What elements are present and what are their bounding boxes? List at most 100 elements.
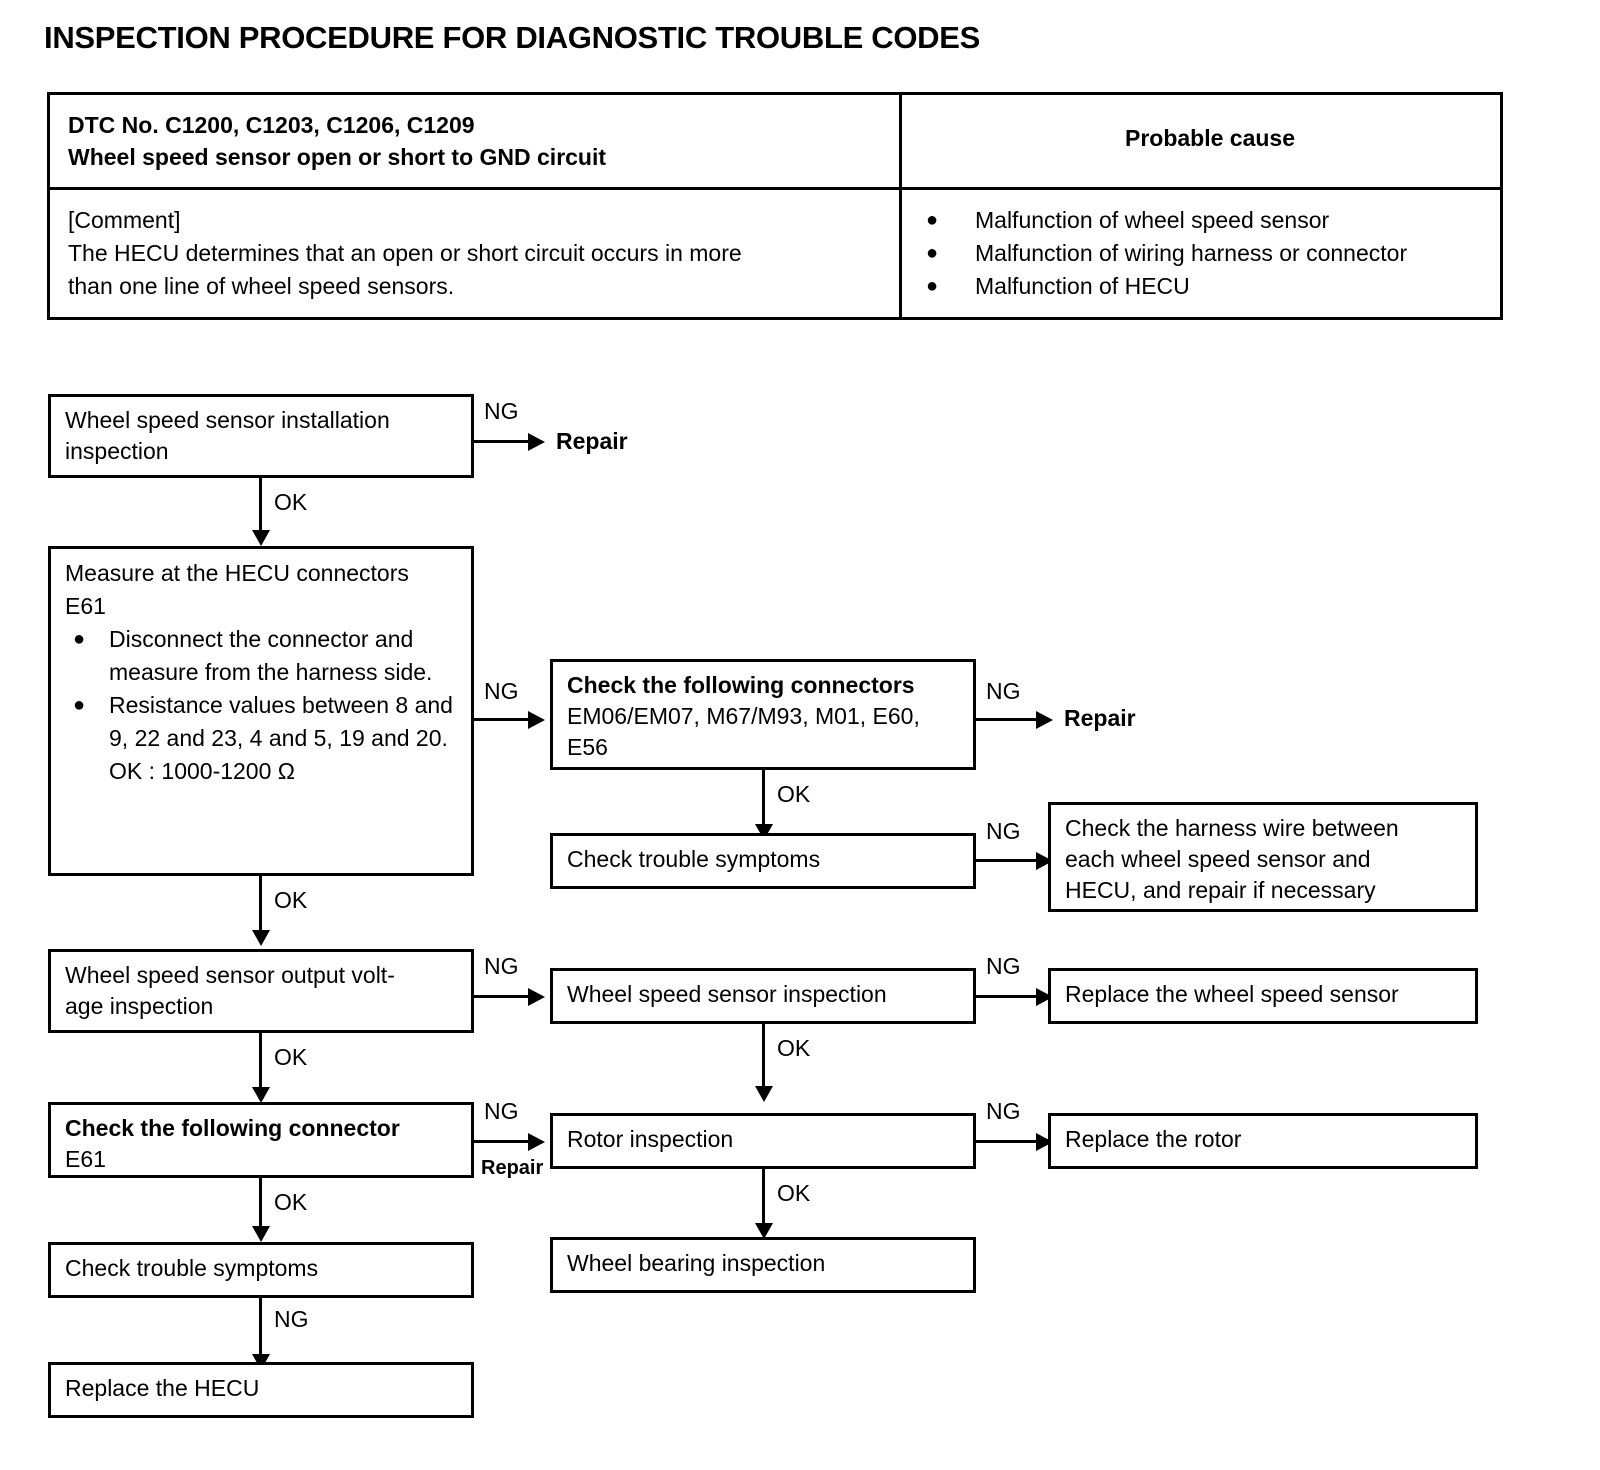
arrow-right-icon: [528, 433, 545, 451]
box-label: Replace the HECU: [65, 1375, 260, 1401]
edge-label-ng: NG: [986, 1098, 1021, 1124]
arrow-down-icon: [755, 1086, 773, 1102]
box-label: Wheel speed sensor installation inspecti…: [65, 407, 390, 464]
box-content: Measure at the HECU connectors E61 ● Dis…: [51, 549, 471, 788]
edge-label-ng: NG: [484, 398, 519, 424]
edge-label-ng: NG: [986, 678, 1021, 704]
dtc-header-cell: DTC No. C1200, C1203, C1206, C1209 Wheel…: [50, 95, 902, 187]
box-label: Wheel bearing inspection: [567, 1250, 826, 1276]
comment-line-1: The HECU determines that an open or shor…: [68, 240, 742, 266]
cause-text: Malfunction of HECU: [975, 273, 1190, 299]
arrow-down-icon: [252, 1087, 270, 1103]
edge-line: [259, 876, 262, 934]
probable-cause-header: Probable cause: [1124, 125, 1296, 151]
edge-label-ok: OK: [274, 1189, 308, 1215]
edge-line: [762, 770, 765, 828]
measure-bullet-1-text: Disconnect the connector and measure fro…: [109, 626, 433, 685]
measure-bullet-1: ● Disconnect the connector and measure f…: [65, 623, 471, 689]
edge-line: [976, 995, 1038, 998]
arrow-right-icon: [528, 988, 545, 1006]
bullet-icon: ●: [926, 209, 939, 231]
check-connectors-body: EM06/EM07, M67/M93, M01, E60, E56: [567, 703, 920, 760]
box-replace-hecu: Replace the HECU: [48, 1362, 474, 1418]
arrow-down-icon: [252, 530, 270, 546]
edge-label-ok: OK: [274, 489, 308, 515]
edge-line: [474, 718, 530, 721]
probable-cause-cell: ●Malfunction of wheel speed sensor ●Malf…: [902, 190, 1500, 317]
edge-line: [259, 478, 262, 534]
probable-cause-header-cell: Probable cause: [902, 95, 1500, 187]
dtc-description-line: Wheel speed sensor open or short to GND …: [68, 144, 607, 170]
box-replace-rotor: Replace the rotor: [1048, 1113, 1478, 1169]
comment-cell: [Comment] The HECU determines that an op…: [50, 190, 902, 317]
box-measure-hecu-connectors: Measure at the HECU connectors E61 ● Dis…: [48, 546, 474, 876]
repair-label-mid: Repair: [1064, 705, 1136, 731]
edge-line: [762, 1169, 765, 1227]
edge-line: [259, 1178, 262, 1230]
arrow-right-icon: [528, 711, 545, 729]
box-check-trouble-symptoms-left: Check trouble symptoms: [48, 1242, 474, 1298]
list-item: ●Malfunction of HECU: [920, 270, 1500, 303]
measure-ok-spec: OK : 1000-1200 Ω: [109, 758, 295, 784]
edge-label-ng: NG: [484, 953, 519, 979]
edge-label-ng: NG: [274, 1306, 309, 1332]
table-header-row: DTC No. C1200, C1203, C1206, C1209 Wheel…: [50, 95, 1500, 190]
box-label: Wheel speed sensor inspection: [567, 981, 887, 1007]
box-installation-inspection: Wheel speed sensor installation inspecti…: [48, 394, 474, 478]
box-label: Replace the wheel speed sensor: [1065, 981, 1399, 1007]
table-body-row: [Comment] The HECU determines that an op…: [50, 190, 1500, 317]
arrow-down-icon: [252, 1226, 270, 1242]
edge-line: [762, 1024, 765, 1090]
edge-line: [474, 995, 530, 998]
check-connector-title: Check the following connector: [65, 1115, 400, 1141]
measure-bullet-2: ● Resistance values between 8 and 9, 22 …: [65, 689, 471, 755]
bullet-icon: ●: [73, 694, 86, 716]
edge-line: [259, 1033, 262, 1091]
box-label: Wheel speed sensor output volt- age insp…: [65, 962, 395, 1019]
box-wheel-bearing-inspection: Wheel bearing inspection: [550, 1237, 976, 1293]
comment-label: [Comment]: [68, 207, 181, 233]
check-connectors-title: Check the following connectors: [567, 672, 915, 698]
measure-title: Measure at the HECU connectors E61: [65, 560, 409, 619]
box-replace-wheel-speed-sensor: Replace the wheel speed sensor: [1048, 968, 1478, 1024]
box-check-trouble-symptoms-mid: Check trouble symptoms: [550, 833, 976, 889]
edge-label-ng: NG: [484, 1098, 519, 1124]
edge-label-ok: OK: [777, 781, 811, 807]
list-item: ● Malfunction of wiring harness or connec…: [920, 237, 1500, 270]
repair-label-connector: Repair: [481, 1157, 544, 1179]
cause-text: Malfunction of wiring harness or connect…: [975, 240, 1408, 266]
edge-line: [976, 859, 1038, 862]
list-item: ● Malfunction of wheel speed sensor: [920, 204, 1500, 237]
edge-label-ok: OK: [274, 887, 308, 913]
edge-line: [976, 1140, 1038, 1143]
edge-label-ok: OK: [777, 1035, 811, 1061]
dtc-table: DTC No. C1200, C1203, C1206, C1209 Wheel…: [47, 92, 1503, 320]
edge-line: [474, 1140, 530, 1143]
box-label: Check trouble symptoms: [65, 1255, 319, 1281]
dtc-number-line: DTC No. C1200, C1203, C1206, C1209: [68, 112, 475, 138]
edge-label-ok: OK: [777, 1180, 811, 1206]
probable-cause-list: ●Malfunction of wheel speed sensor ●Malf…: [920, 204, 1500, 303]
arrow-down-icon: [755, 1223, 773, 1239]
comment-line-2: than one line of wheel speed sensors.: [68, 273, 455, 299]
cause-text: Malfunction of wheel speed sensor: [975, 207, 1330, 233]
bullet-icon: ●: [73, 628, 86, 650]
box-rotor-inspection: Rotor inspection: [550, 1113, 976, 1169]
edge-label-ng: NG: [484, 678, 519, 704]
repair-label-top: Repair: [556, 428, 628, 454]
edge-label-ng: NG: [986, 818, 1021, 844]
page-title: INSPECTION PROCEDURE FOR DIAGNOSTIC TROU…: [44, 20, 981, 55]
measure-bullet-2-text: Resistance values between 8 and 9, 22 an…: [109, 692, 453, 751]
box-label: Rotor inspection: [567, 1126, 734, 1152]
box-output-voltage-inspection: Wheel speed sensor output volt- age insp…: [48, 949, 474, 1033]
arrow-down-icon: [252, 930, 270, 946]
box-label: Check the harness wire between each whee…: [1065, 815, 1399, 903]
bullet-icon: ●: [926, 242, 939, 264]
arrow-right-icon: [1036, 711, 1053, 729]
box-wheel-speed-sensor-inspection: Wheel speed sensor inspection: [550, 968, 976, 1024]
edge-line: [259, 1298, 262, 1360]
box-label: Replace the rotor: [1065, 1126, 1242, 1152]
